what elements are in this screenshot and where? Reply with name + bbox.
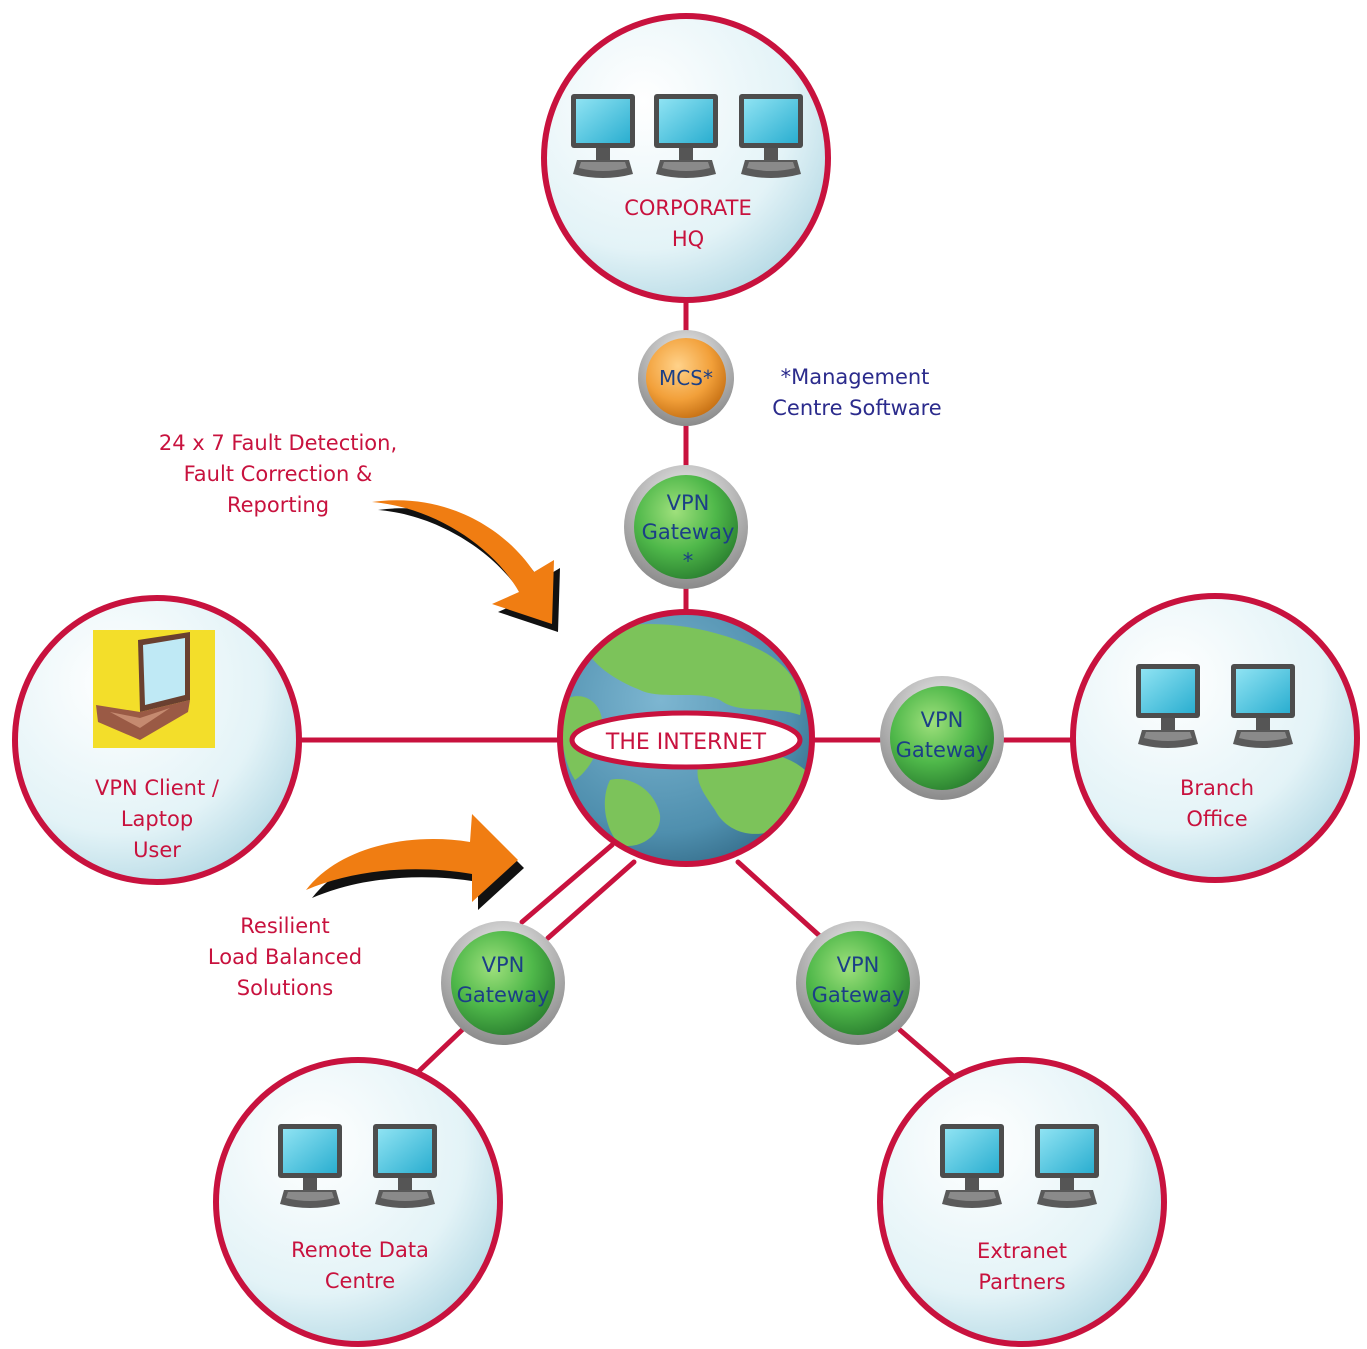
gateway-label-line2: Gateway [896, 738, 989, 762]
link-internet-gateway-br [735, 859, 825, 941]
desktop-computer-icon [1035, 1124, 1099, 1208]
site-label-line1: Branch [1180, 776, 1254, 800]
resilient-note: Resilient Load Balanced Solutions [208, 914, 362, 1000]
site-label-line3: User [133, 838, 181, 862]
desktop-computer-icon [1231, 664, 1295, 748]
site-label-line1: VPN Client / [95, 776, 220, 800]
gateway-label-line2: Gateway [812, 983, 905, 1007]
resilient-note-line3: Solutions [237, 976, 334, 1000]
connection-lines [297, 297, 1075, 1078]
site-remote-data-centre: Remote Data Centre [213, 1057, 503, 1347]
mcs-footnote-line1: *Management [781, 365, 930, 389]
site-label-line2: HQ [672, 227, 704, 251]
fault-note-line2: Fault Correction & [184, 462, 373, 486]
gateway-bottom-right: VPN Gateway [796, 921, 920, 1045]
site-label-line1: Extranet [977, 1239, 1067, 1263]
fault-arrow [372, 500, 560, 632]
mcs-footnote-line2: Centre Software [772, 396, 941, 420]
desktop-computer-icon [571, 94, 635, 178]
mcs-footnote: *Management Centre Software [772, 365, 941, 420]
desktop-computer-icon [654, 94, 718, 178]
site-label-line1: CORPORATE [624, 196, 752, 220]
site-label-line2: Centre [325, 1269, 395, 1293]
site-label-line1: Remote Data [291, 1238, 429, 1262]
link-gateway-extranet [897, 1027, 955, 1078]
gateway-bottom-left: VPN Gateway [441, 921, 565, 1045]
resilient-note-line1: Resilient [240, 914, 329, 938]
internet-node: THE INTERNET [557, 609, 815, 867]
fault-note: 24 x 7 Fault Detection, Fault Correction… [159, 431, 397, 517]
gateway-label-line2: Gateway [457, 983, 550, 1007]
mcs-node: MCS* [638, 330, 734, 426]
resilient-note-line2: Load Balanced [208, 945, 362, 969]
fault-note-line3: Reporting [227, 493, 329, 517]
site-corporate-hq: CORPORATE HQ [541, 13, 831, 303]
site-branch-office: Branch Office [1070, 593, 1360, 883]
laptop-icon [93, 630, 215, 748]
gateway-top: VPN Gateway * [624, 465, 748, 589]
gateway-label-line1: VPN [921, 708, 964, 732]
site-label-line2: Laptop [121, 807, 193, 831]
gateway-label-line3: * [683, 549, 694, 573]
gateway-label-line1: VPN [482, 953, 525, 977]
internet-label-oval [569, 710, 803, 770]
site-label-line2: Partners [978, 1270, 1065, 1294]
desktop-computer-icon [278, 1124, 342, 1208]
site-label-line2: Office [1186, 807, 1247, 831]
fault-note-line1: 24 x 7 Fault Detection, [159, 431, 397, 455]
link-gateway-remote [415, 1027, 465, 1075]
gateway-label-line2: Gateway [642, 520, 735, 544]
mcs-label: MCS* [659, 366, 713, 390]
desktop-computer-icon [1136, 664, 1200, 748]
link-internet-gateway-bl-b [545, 859, 637, 941]
site-extranet-partners: Extranet Partners [877, 1057, 1167, 1347]
gateway-label-line1: VPN [667, 491, 710, 515]
gateway-right: VPN Gateway [880, 676, 1004, 800]
desktop-computer-icon [940, 1124, 1004, 1208]
internet-label: THE INTERNET [605, 730, 767, 755]
resilient-arrow [306, 814, 524, 910]
gateway-label-line1: VPN [837, 953, 880, 977]
desktop-computer-icon [373, 1124, 437, 1208]
desktop-computer-icon [739, 94, 803, 178]
link-internet-gateway-bl-a [519, 842, 615, 925]
site-vpn-client: VPN Client / Laptop User [12, 595, 302, 885]
